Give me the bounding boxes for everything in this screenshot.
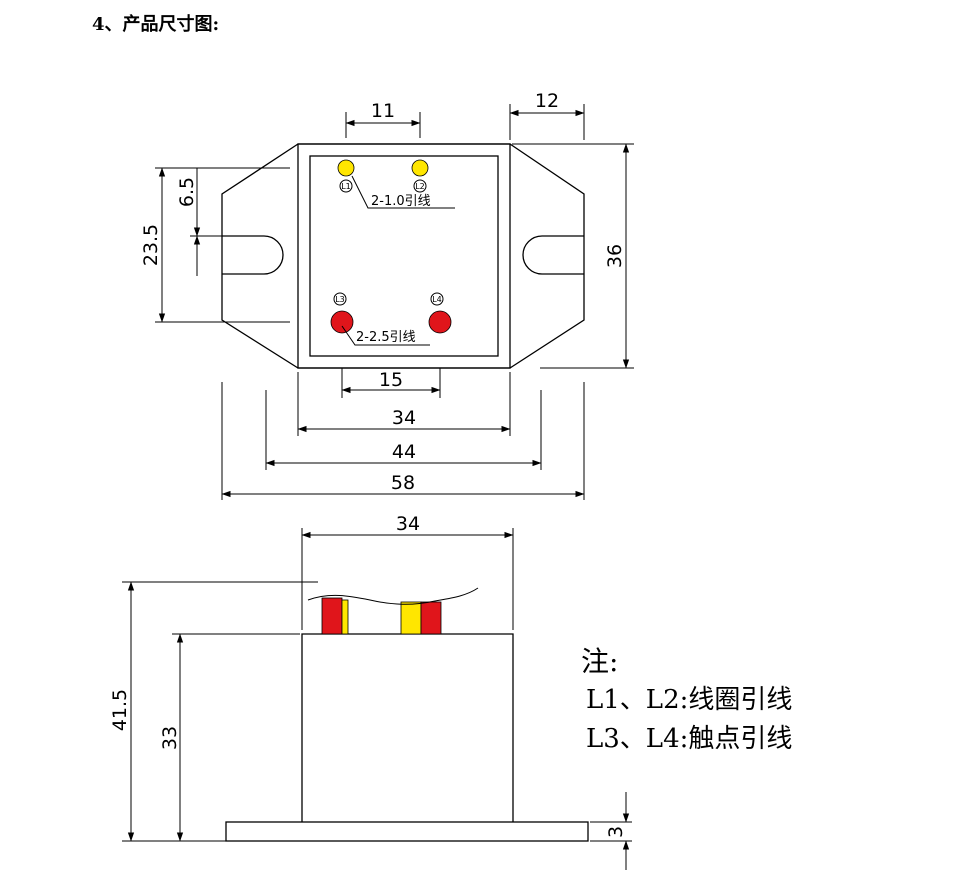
dim-height: 36 [604,244,626,268]
dim-body-width: 34 [392,407,416,429]
side-view: 34 41.5 33 3 [109,513,632,870]
top-view: L1 L2 L3 L4 2-1.0引线 2-2.5引线 11 12 36 23.… [140,90,634,500]
dim-base-thickness: 3 [605,826,627,838]
terminal-l4 [428,310,452,334]
notes-line-contact: L3、L4:触点引线 [586,724,792,754]
dim-terminal-spacing-top: 11 [371,100,395,122]
dim-body-height: 33 [159,726,181,750]
terminal-l2 [411,159,429,177]
right-mounting-slot [522,235,584,275]
dim-total-height: 41.5 [109,689,131,731]
dim-terminal-spacing-bottom: 15 [379,369,403,391]
relay-body-inner [309,155,499,357]
side-terminal-yellow-2 [400,601,422,635]
notes: 注: L1、L2:线圈引线 L3、L4:触点引线 [581,645,792,754]
dim-slot-span: 44 [392,441,416,463]
side-terminal-red-2 [420,601,442,635]
contact-wire-label: 2-2.5引线 [356,330,416,345]
label-l3: L3 [335,295,345,304]
left-mounting-slot [222,235,284,275]
dim-flange-width: 12 [535,90,559,112]
contact-wire-leader [341,325,430,346]
label-l1: L1 [341,182,351,191]
dim-overall-width: 58 [391,472,415,494]
side-base-outline [225,821,589,842]
coil-wire-leader [351,175,455,209]
dim-slot-offset: 6.5 [176,177,198,207]
label-l2: L2 [415,182,425,191]
label-l4: L4 [432,295,442,304]
relay-body-outline [297,143,511,369]
side-body-outline [301,633,514,822]
coil-wire-label: 2-1.0引线 [371,194,431,209]
notes-line-coil: L1、L2:线圈引线 [586,685,792,715]
side-terminal-red-1 [321,597,343,635]
notes-heading: 注: [581,645,618,678]
dim-slot-pitch: 23.5 [140,224,162,266]
terminal-l1 [337,159,355,177]
terminal-l3 [330,310,354,334]
break-line [307,587,479,605]
dim-side-width: 34 [396,513,420,535]
side-terminal-yellow-1 [341,599,349,635]
section-title: 4、产品尺寸图: [92,14,220,35]
